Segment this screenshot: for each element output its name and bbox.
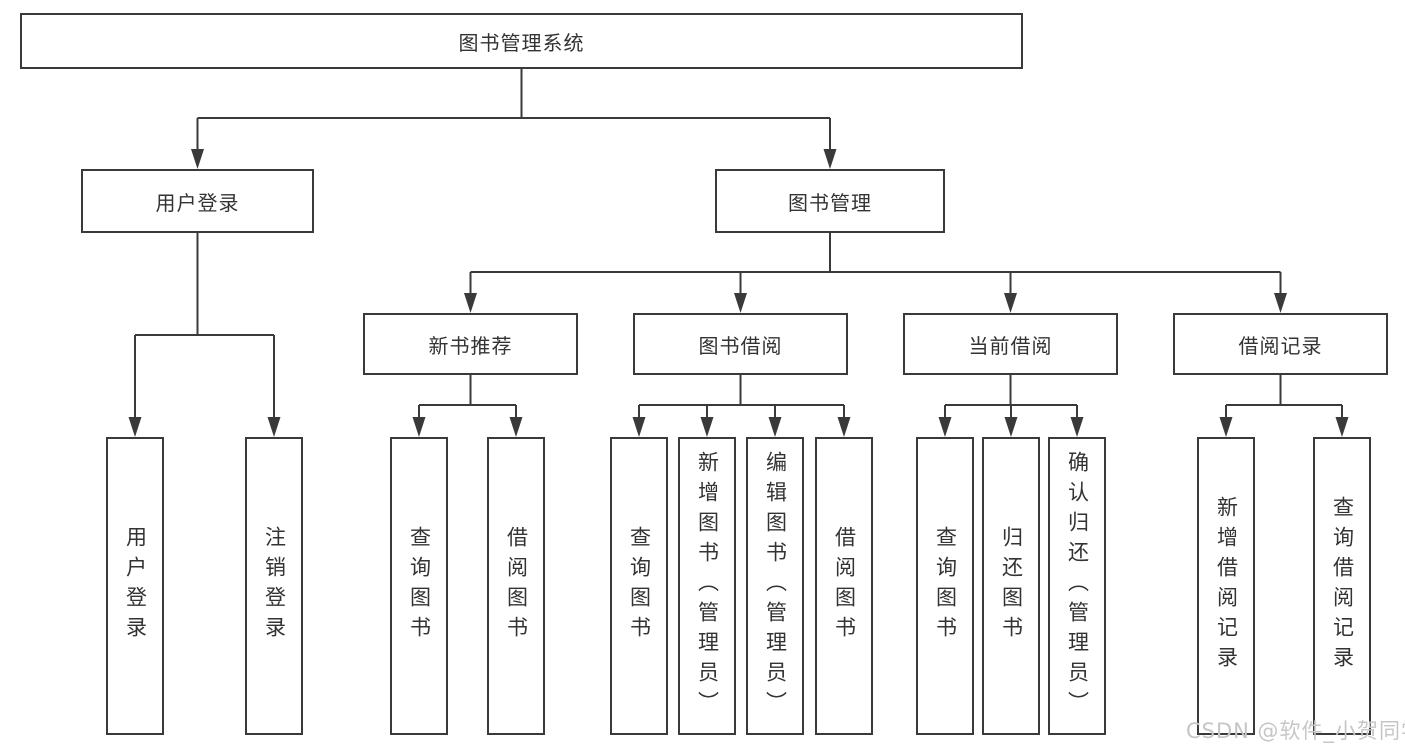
leaf-user-login: 用户登录 bbox=[106, 437, 164, 735]
leaf-borrow-query-books: 查询图书 bbox=[610, 437, 668, 735]
node-book-management-label: 图书管理 bbox=[788, 190, 872, 215]
leaf-current-query-books-label: 查询图书 bbox=[933, 526, 958, 646]
leaf-borrow-books-label: 借阅图书 bbox=[832, 526, 857, 646]
node-book-management: 图书管理 bbox=[715, 169, 945, 233]
node-current-borrow: 当前借阅 bbox=[903, 313, 1118, 375]
node-root-label: 图书管理系统 bbox=[458, 30, 585, 55]
leaf-borrow-books: 借阅图书 bbox=[815, 437, 873, 735]
connector-records-to-leaves bbox=[1219, 375, 1349, 437]
csdn-watermark: CSDN @软件_小贺同学 bbox=[1186, 719, 1405, 743]
connector-mgmt-to-level3 bbox=[464, 233, 1287, 313]
leaf-current-query-books: 查询图书 bbox=[916, 437, 974, 735]
connector-borrow-to-leaves bbox=[632, 375, 851, 437]
leaf-recommend-query-books-label: 查询图书 bbox=[407, 526, 432, 646]
leaf-add-books-admin: 新增图书（管理员） bbox=[678, 437, 736, 735]
connector-current-to-leaves bbox=[938, 375, 1084, 437]
leaf-confirm-return-admin-label: 确认归还（管理员） bbox=[1065, 451, 1090, 721]
leaf-return-books: 归还图书 bbox=[982, 437, 1040, 735]
connector-root-to-level2 bbox=[191, 69, 837, 169]
leaf-borrow-query-books-label: 查询图书 bbox=[627, 526, 652, 646]
node-book-borrow: 图书借阅 bbox=[633, 313, 848, 375]
leaf-add-books-admin-label: 新增图书（管理员） bbox=[695, 451, 720, 721]
leaf-return-books-label: 归还图书 bbox=[999, 526, 1024, 646]
leaf-recommend-borrow-books: 借阅图书 bbox=[487, 437, 545, 735]
node-new-book-recommend-label: 新书推荐 bbox=[428, 333, 513, 358]
leaf-add-borrow-record: 新增借阅记录 bbox=[1197, 437, 1255, 735]
leaf-edit-books-admin-label: 编辑图书（管理员） bbox=[763, 451, 788, 721]
node-borrow-records: 借阅记录 bbox=[1173, 313, 1388, 375]
node-user-login-label: 用户登录 bbox=[155, 190, 240, 215]
node-current-borrow-label: 当前借阅 bbox=[968, 333, 1053, 358]
leaf-confirm-return-admin: 确认归还（管理员） bbox=[1048, 437, 1106, 735]
node-borrow-records-label: 借阅记录 bbox=[1238, 333, 1323, 358]
leaf-recommend-borrow-books-label: 借阅图书 bbox=[504, 526, 529, 646]
leaf-edit-books-admin: 编辑图书（管理员） bbox=[746, 437, 804, 735]
node-root: 图书管理系统 bbox=[20, 13, 1023, 69]
connector-recommend-to-leaves bbox=[412, 375, 523, 437]
leaf-add-borrow-record-label: 新增借阅记录 bbox=[1214, 496, 1239, 676]
connector-login-to-leaves bbox=[128, 233, 281, 437]
leaf-user-login-label: 用户登录 bbox=[123, 526, 148, 646]
leaf-recommend-query-books: 查询图书 bbox=[390, 437, 448, 735]
node-user-login: 用户登录 bbox=[81, 169, 314, 233]
node-book-borrow-label: 图书借阅 bbox=[698, 333, 783, 358]
leaf-query-borrow-record: 查询借阅记录 bbox=[1313, 437, 1371, 735]
leaf-logout-label: 注销登录 bbox=[262, 526, 287, 646]
leaf-query-borrow-record-label: 查询借阅记录 bbox=[1330, 496, 1355, 676]
leaf-logout: 注销登录 bbox=[245, 437, 303, 735]
node-new-book-recommend: 新书推荐 bbox=[363, 313, 578, 375]
